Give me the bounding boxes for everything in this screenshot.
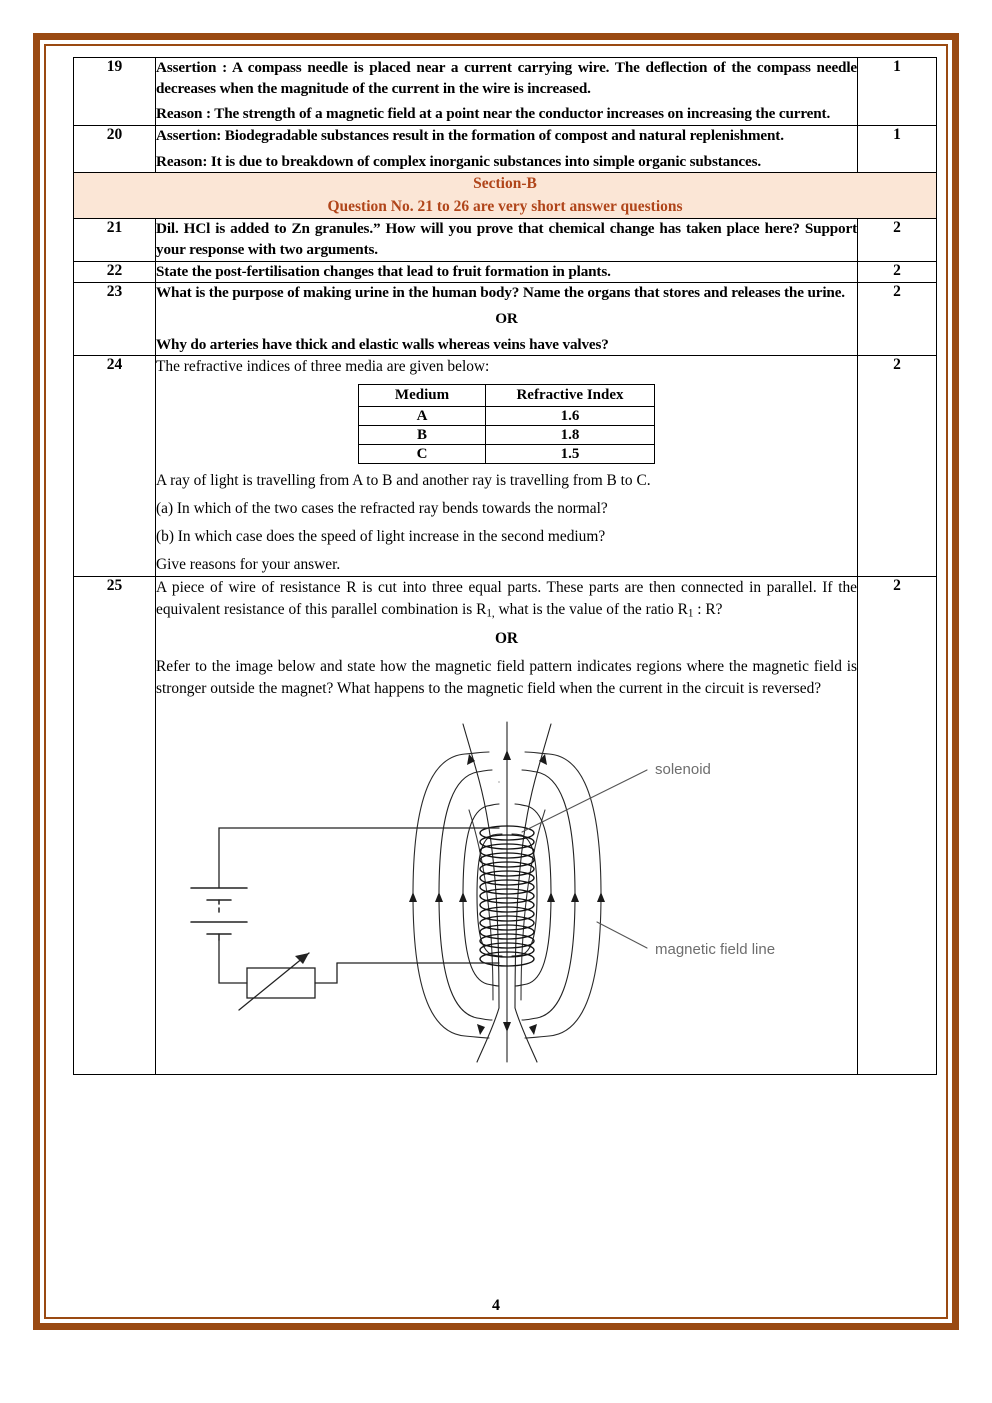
question-paragraph: Reason : The strength of a magnetic fiel…: [156, 105, 831, 123]
marks-value: 2: [857, 218, 937, 262]
ri-row: A 1.6: [358, 405, 655, 426]
question-number: 24: [73, 355, 156, 577]
field-arrowhead: [408, 749, 605, 1035]
question-paragraph-alt: Why do arteries have thick and elastic w…: [156, 335, 609, 353]
label-leader-lines: [520, 769, 648, 949]
ri-cell-medium: A: [358, 405, 486, 426]
section-subtitle: Question No. 21 to 26 are very short ans…: [327, 197, 683, 215]
table-row: 25 A piece of wire of resistance R is cu…: [73, 575, 937, 1075]
question-paragraph: A ray of light is travelling from A to B…: [156, 472, 651, 490]
question-body: The refractive indices of three media ar…: [155, 355, 858, 577]
field-line-second: [437, 769, 576, 1021]
question-paragraph: Reason: It is due to breakdown of comple…: [156, 152, 761, 170]
question-body: State the post-fertilisation changes tha…: [155, 260, 858, 284]
ri-cell-medium: B: [358, 424, 486, 446]
question-paragraph: (b) In which case does the speed of ligh…: [156, 528, 606, 546]
ri-header-index: Refractive Index: [485, 384, 655, 407]
question-number: 20: [73, 125, 156, 174]
field-line-third: [461, 803, 552, 987]
battery-symbol: [189, 886, 248, 941]
table-row: 20 Assertion: Biodegradable substances r…: [73, 125, 937, 174]
question-body: Assertion : A compass needle is placed n…: [155, 56, 858, 127]
question-body: Assertion: Biodegradable substances resu…: [155, 125, 858, 174]
solenoid-diagram: solenoid magnetic field line: [156, 710, 857, 1070]
question-paragraph: Assertion: Biodegradable substances resu…: [156, 127, 784, 145]
marks-value: 1: [857, 125, 937, 174]
table-row: 22 State the post-fertilisation changes …: [73, 260, 937, 284]
marks-value: 2: [857, 575, 937, 1075]
question-table: 19 Assertion : A compass needle is place…: [73, 56, 937, 1075]
ri-row: B 1.8: [358, 424, 655, 446]
refractive-index-table-wrapper: Medium Refractive Index A 1.6 B 1.8: [156, 384, 857, 465]
question-paragraph: State the post-fertilisation changes tha…: [156, 262, 611, 280]
ri-cell-index: 1.8: [485, 424, 655, 446]
ri-header-medium: Medium: [358, 384, 486, 407]
ri-header-row: Medium Refractive Index: [358, 384, 655, 407]
question-paragraph: What is the purpose of making urine in t…: [156, 284, 845, 302]
section-b-banner: Section-B Question No. 21 to 26 are very…: [73, 172, 937, 220]
ri-cell-medium: C: [358, 444, 486, 465]
or-divider: OR: [495, 309, 518, 327]
page-number: 4: [492, 1297, 500, 1314]
section-banner-row: Section-B Question No. 21 to 26 are very…: [73, 172, 937, 220]
question-paragraph: Dil. HCl is added to Zn granules.” How w…: [156, 220, 857, 258]
page-border-outer: [33, 33, 959, 1330]
marks-value: 2: [857, 282, 937, 357]
question-number: 25: [73, 575, 156, 1075]
ri-row: C 1.5: [358, 444, 655, 465]
table-row: 19 Assertion : A compass needle is place…: [73, 56, 937, 127]
field-line-outer: [411, 751, 602, 1039]
marks-value: 1: [857, 56, 937, 127]
question-paragraph: Give reasons for your answer.: [156, 556, 341, 574]
question-number: 21: [73, 218, 156, 262]
question-intro: The refractive indices of three media ar…: [156, 358, 490, 376]
question-paragraph: Assertion : A compass needle is placed n…: [156, 59, 857, 97]
question-paragraph: (a) In which of the two cases the refrac…: [156, 500, 608, 518]
or-divider: OR: [494, 629, 519, 647]
page-border-inner: [44, 44, 948, 1319]
ri-cell-index: 1.5: [485, 444, 655, 465]
refractive-index-table: Medium Refractive Index A 1.6 B 1.8: [358, 384, 655, 465]
table-row: 24 The refractive indices of three media…: [73, 355, 937, 577]
marks-value: 2: [857, 260, 937, 284]
rheostat-symbol: [237, 951, 316, 1011]
solenoid-label: solenoid: [655, 761, 711, 778]
question-body: A piece of wire of resistance R is cut i…: [155, 575, 858, 1075]
question-body: Dil. HCl is added to Zn granules.” How w…: [155, 218, 858, 262]
question-paragraph: Refer to the image below and state how t…: [156, 657, 857, 697]
ri-cell-index: 1.6: [485, 405, 655, 426]
question-number: 22: [73, 260, 156, 284]
table-row: 23 What is the purpose of making urine i…: [73, 282, 937, 357]
magnetic-field-line-label: magnetic field line: [655, 941, 775, 958]
table-row: 21 Dil. HCl is added to Zn granules.” Ho…: [73, 218, 937, 262]
circuit-wiring: [217, 826, 500, 984]
section-title: Section-B: [473, 175, 537, 193]
marks-value: 2: [857, 355, 937, 577]
question-number: 23: [73, 282, 156, 357]
solenoid-coil: [478, 824, 535, 967]
field-line-axial: [461, 721, 552, 1063]
question-body: What is the purpose of making urine in t…: [155, 282, 858, 357]
solenoid-diagram-svg: solenoid magnetic field line: [189, 721, 775, 1063]
question-paragraph-resistance: A piece of wire of resistance R is cut i…: [156, 578, 857, 620]
question-number: 19: [73, 56, 156, 127]
